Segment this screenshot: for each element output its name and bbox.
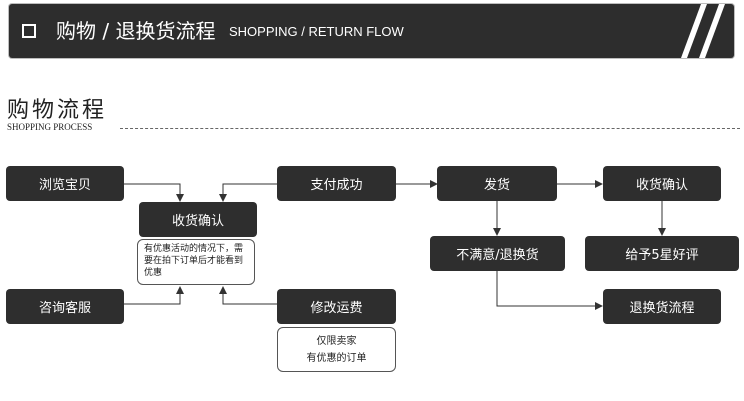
discount-note: 有优惠活动的情况下，需要在拍下订单后才能看到优惠 (137, 239, 255, 285)
node-receive-confirm: 收货确认 (603, 166, 721, 201)
banner-subtitle: SHOPPING / RETURN FLOW (229, 24, 404, 39)
node-five-star: 给予5星好评 (585, 236, 739, 271)
banner-title: 购物 / 退换货流程 (56, 19, 216, 43)
node-consult: 咨询客服 (6, 289, 124, 324)
section-subtitle: SHOPPING PROCESS (7, 122, 93, 132)
node-confirm-receipt: 收货确认 (139, 202, 257, 237)
node-payment-success: 支付成功 (277, 166, 396, 201)
arrow-consult-to-confirm (124, 286, 184, 305)
node-return-flow: 退换货流程 (603, 289, 721, 324)
limit-note-line1: 仅限卖家 (316, 336, 357, 347)
node-unsatisfied-return: 不满意/退换货 (430, 236, 565, 271)
node-ship: 发货 (437, 166, 557, 201)
arrow-freight-to-confirm (219, 286, 277, 305)
square-icon (22, 24, 36, 38)
section-divider (120, 128, 740, 129)
limit-note-line2: 有优惠的订单 (306, 353, 367, 364)
arrow-browse-to-confirm (124, 183, 184, 202)
arrow-payment-to-confirm (219, 183, 277, 202)
arrow-unsatisfied-to-return (496, 271, 603, 310)
header-banner: 购物 / 退换货流程 SHOPPING / RETURN FLOW (9, 4, 734, 58)
node-browse: 浏览宝贝 (6, 166, 124, 201)
limit-note: 仅限卖家 有优惠的订单 (277, 327, 396, 372)
stripes-decoration (681, 4, 725, 58)
section-title: 购物流程 (7, 98, 108, 123)
node-modify-freight: 修改运费 (277, 289, 396, 324)
